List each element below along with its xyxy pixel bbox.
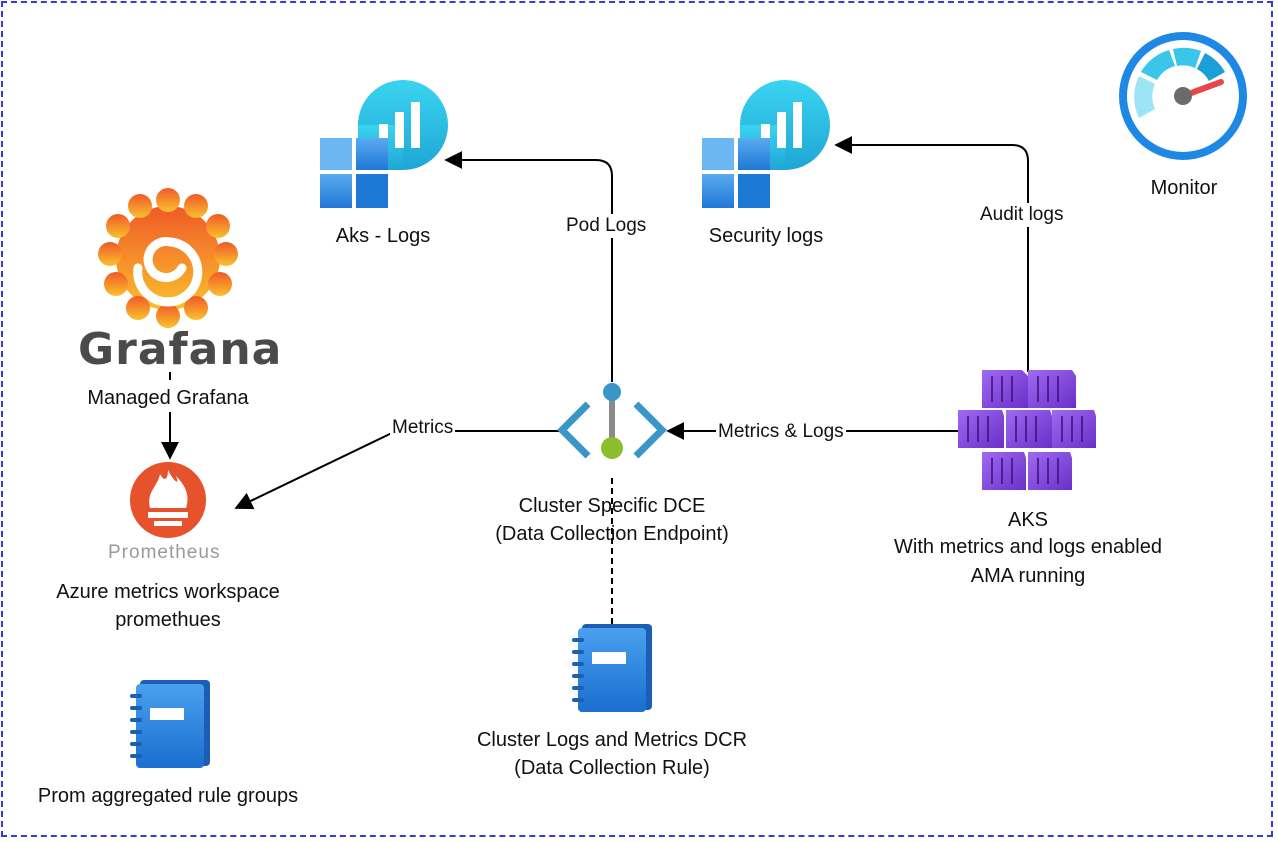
edge-label-pod-logs: Pod Logs: [564, 214, 649, 238]
prom-rules-notebook-icon: [130, 680, 210, 768]
monitor-gauge-icon: [1119, 32, 1247, 160]
grafana-logo-icon: [98, 188, 238, 328]
security-logs-label: Security logs: [708, 225, 824, 247]
edge-audit-logs: [834, 136, 1029, 372]
monitor-label: Monitor: [1150, 177, 1218, 199]
dce-label-line1: Cluster Specific DCE: [518, 495, 706, 517]
aks-label-line1: AKS: [1007, 509, 1049, 531]
dcr-label-line1: Cluster Logs and Metrics DCR: [476, 729, 748, 751]
log-analytics-icon: [320, 80, 448, 208]
prometheus-workspace-label-line1: Azure metrics workspace: [56, 581, 280, 603]
edge-label-audit-logs: Audit logs: [978, 203, 1066, 227]
aks-cluster-icon: [958, 370, 1096, 490]
dce-endpoint-icon: [557, 383, 667, 459]
aks-label-line3: AMA running: [970, 565, 1086, 587]
dcr-label-line2: (Data Collection Rule): [514, 757, 710, 779]
dce-label-line2: (Data Collection Endpoint): [495, 523, 729, 545]
aks-logs-label: Aks - Logs: [335, 225, 431, 247]
grafana-logo-text: Grafana: [78, 324, 283, 375]
log-analytics-icon: [702, 80, 830, 208]
prometheus-logo-text: Prometheus: [108, 542, 221, 563]
managed-grafana-label: Managed Grafana: [87, 387, 249, 409]
dcr-notebook-icon: [572, 624, 652, 712]
aks-label-line2: With metrics and logs enabled: [894, 536, 1162, 558]
prometheus-workspace-label-line2: promethues: [115, 609, 221, 631]
prom-rules-label: Prom aggregated rule groups: [37, 785, 299, 807]
prometheus-logo-icon: [130, 462, 206, 538]
edge-pod-logs: [444, 151, 613, 382]
edge-label-metrics: Metrics: [390, 416, 456, 440]
edge-label-metrics-and-logs: Metrics & Logs: [716, 420, 846, 444]
